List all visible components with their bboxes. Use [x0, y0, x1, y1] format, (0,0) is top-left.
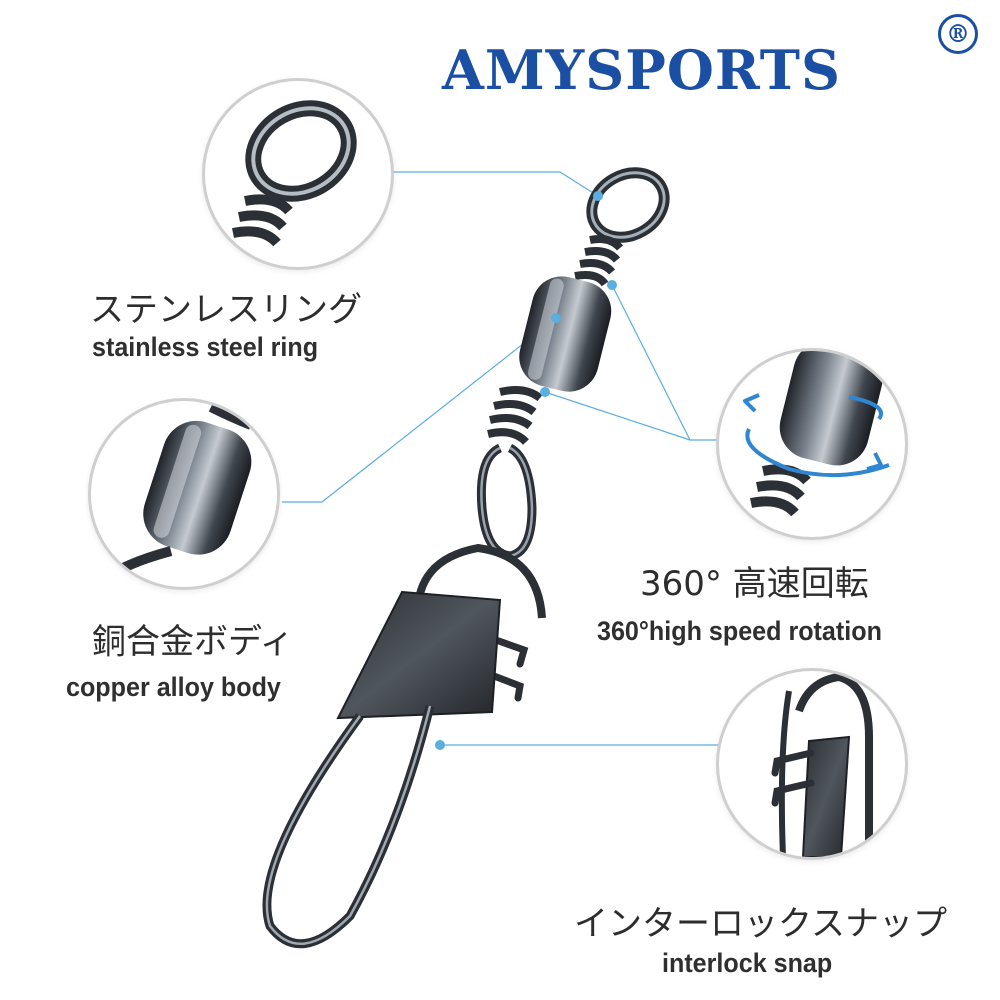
label-rotation-en: 360°high speed rotation — [597, 616, 882, 646]
detail-circle-rotation — [716, 348, 908, 540]
snap-lock-plate — [336, 590, 502, 720]
leader-line-rotation — [611, 284, 720, 441]
leader-line-body — [282, 317, 557, 503]
leader-line-ring — [392, 171, 599, 197]
label-body-en: copper alloy body — [66, 672, 281, 702]
leader-line-rotation-2 — [544, 391, 691, 441]
label-body-jp: 銅合金ボディ — [92, 622, 294, 662]
hotspot-rotation-2 — [540, 387, 550, 397]
hotspot-body — [551, 313, 561, 323]
detail-circle-snap — [716, 668, 908, 860]
brand-title: AMYSPORTS — [442, 38, 841, 102]
label-ring-jp: ステンレスリング — [90, 290, 362, 330]
label-ring-en: stainless steel ring — [92, 332, 319, 362]
swivel-bottom-coil — [487, 386, 543, 445]
snap-lock-prongs — [490, 636, 529, 702]
detail-circle-ring — [202, 78, 394, 270]
label-snap-en: interlock snap — [662, 948, 833, 978]
swivel-barrel — [519, 276, 612, 392]
hotspot-rotation-1 — [607, 280, 617, 290]
hotspot-snap — [435, 740, 445, 750]
label-snap-jp: インターロックスナップ — [574, 904, 947, 944]
leader-lines — [282, 171, 720, 746]
hotspot-dots — [435, 191, 617, 750]
rotation-arrows-icon — [743, 393, 890, 478]
swivel-top-coil — [574, 235, 624, 287]
snap-upper-wire — [413, 543, 546, 621]
label-rotation-jp: 360° 高速回転 — [640, 564, 869, 604]
hotspot-ring — [593, 191, 603, 201]
detail-circle-body — [88, 398, 280, 590]
registered-trademark-icon: ® — [938, 14, 978, 54]
